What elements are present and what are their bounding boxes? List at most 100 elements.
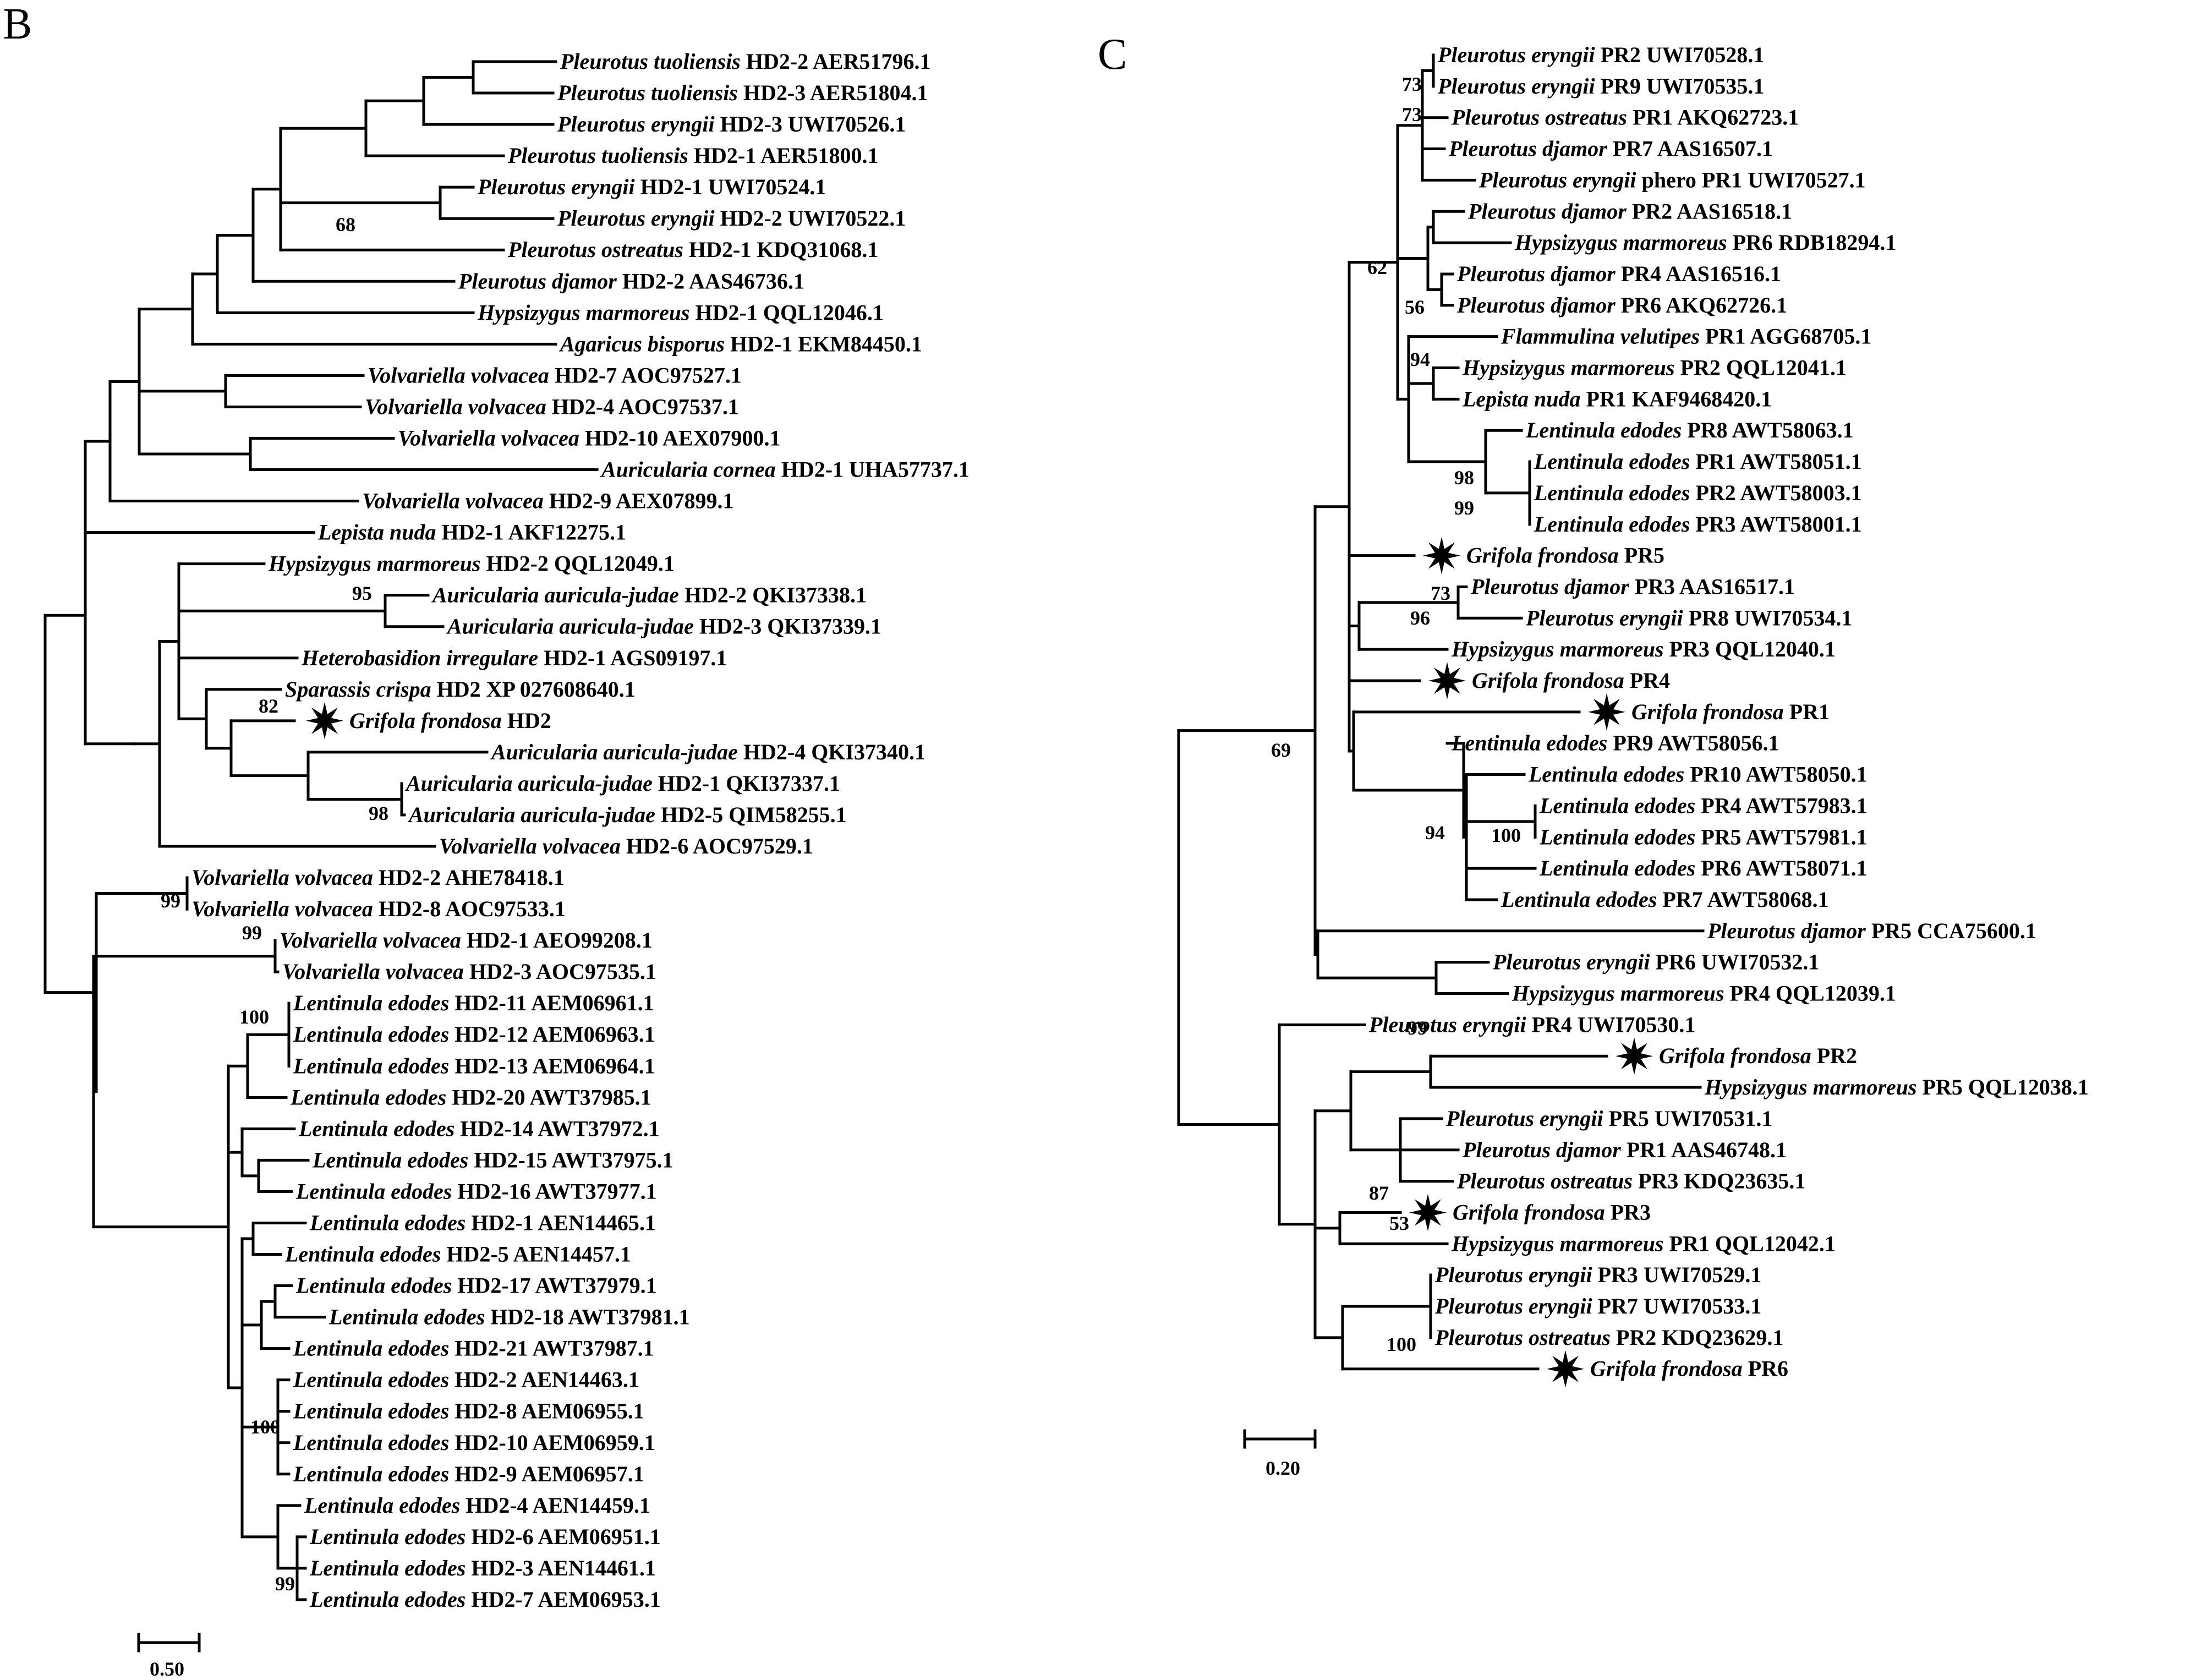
taxon-label: Pleurotus eryngii phero PR1 UWI70527.1 xyxy=(1478,167,1866,192)
taxon-accession: PR2 UWI70528.1 xyxy=(1595,42,1765,67)
taxon-accession: PR1 AKQ62723.1 xyxy=(1627,105,1799,130)
taxon-species: Lentinula edodes xyxy=(298,1116,454,1141)
taxon-species: Lentinula edodes xyxy=(293,1022,449,1047)
taxon-label: Volvariella volvacea HD2-8 AOC97533.1 xyxy=(191,896,566,921)
taxon-label: Lentinula edodes HD2-5 AEN14457.1 xyxy=(284,1242,631,1267)
taxon-accession: HD2-4 QKI37340.1 xyxy=(738,740,926,764)
taxon-species: Grifola frondosa xyxy=(349,708,502,733)
taxon-species: Pleurotus tuoliensis xyxy=(560,49,741,74)
bootstrap-value: 99 xyxy=(1454,497,1474,519)
taxon-label: Lentinula edodes HD2-2 AEN14463.1 xyxy=(293,1367,639,1392)
taxon-label: Pleurotus ostreatus PR2 KDQ23629.1 xyxy=(1434,1325,1783,1350)
bootstrap-value: 68 xyxy=(336,214,355,236)
taxon-accession: PR7 AAS16507.1 xyxy=(1607,136,1773,161)
taxon-species: Auricularia auricula-judae xyxy=(404,771,653,796)
bootstrap-value: 100 xyxy=(1387,1333,1416,1355)
taxon-species: Pleurotus eryngii xyxy=(557,206,715,231)
bootstrap-value: 100 xyxy=(250,1416,280,1438)
taxon-species: Lentinula edodes xyxy=(1539,856,1695,880)
bootstrap-value: 100 xyxy=(239,1006,269,1028)
taxon-species: Hypsizygus marmoreus xyxy=(1514,230,1727,255)
taxon-accession: HD2-3 AER51804.1 xyxy=(738,80,928,105)
taxon-accession: PR8 AWT58063.1 xyxy=(1682,418,1853,442)
taxon-label: Hypsizygus marmoreus PR4 QQL12039.1 xyxy=(1512,981,1896,1006)
taxon-accession: PR3 QQL12040.1 xyxy=(1664,637,1836,661)
taxon-label: Lentinula edodes HD2-1 AEN14465.1 xyxy=(309,1210,656,1235)
taxon-species: Pleurotus ostreatus xyxy=(1434,1325,1611,1350)
taxon-accession: PR8 UWI70534.1 xyxy=(1683,605,1853,630)
taxon-accession: PR9 AWT58056.1 xyxy=(1607,731,1779,756)
taxon-accession: HD2-1 UHA57737.1 xyxy=(776,457,970,482)
taxon-label: Volvariella volvacea HD2-3 AOC97535.1 xyxy=(282,959,656,984)
taxon-species: Auricularia auricula-judae xyxy=(407,802,655,827)
bootstrap-value: 82 xyxy=(259,695,278,717)
taxon-species: Volvariella volvacea xyxy=(439,834,621,858)
bootstrap-value: 95 xyxy=(352,582,372,604)
taxon-label: Grifola frondosa PR5 xyxy=(1466,543,1664,568)
taxon-label: Pleurotus eryngii HD2-3 UWI70526.1 xyxy=(557,112,906,136)
taxon-label: Volvariella volvacea HD2-7 AOC97527.1 xyxy=(368,363,742,387)
taxon-accession: PR4 AWT57983.1 xyxy=(1695,793,1867,818)
taxon-label: Pleurotus eryngii PR5 UWI70531.1 xyxy=(1445,1106,1772,1131)
taxon-label: Lentinula edodes HD2-11 AEM06961.1 xyxy=(293,991,654,1015)
taxon-species: Lentinula edodes xyxy=(295,1273,452,1298)
taxon-accession: HD2-1 KDQ31068.1 xyxy=(683,237,878,262)
taxon-accession: PR2 QQL12041.1 xyxy=(1675,355,1847,380)
taxon-accession: PR2 xyxy=(1811,1043,1857,1068)
taxon-accession: HD2-12 AEM06963.1 xyxy=(449,1022,655,1047)
taxon-species: Lepista nuda xyxy=(1462,386,1580,411)
taxon-accession: HD2-6 AEM06951.1 xyxy=(466,1524,660,1549)
taxon-label: Hypsizygus marmoreus PR1 QQL12042.1 xyxy=(1451,1231,1836,1256)
taxon-accession: PR4 AAS16516.1 xyxy=(1616,261,1781,286)
taxon-label: Lentinula edodes HD2-14 AWT37972.1 xyxy=(298,1116,660,1141)
taxon-species: Volvariella volvacea xyxy=(398,425,579,450)
taxon-species: Lentinula edodes xyxy=(1451,731,1607,756)
taxon-accession: HD2-5 AEN14457.1 xyxy=(441,1242,631,1267)
taxon-label: Pleurotus djamor PR7 AAS16507.1 xyxy=(1448,136,1773,161)
taxon-label: Lentinula edodes PR10 AWT58050.1 xyxy=(1528,762,1868,787)
taxon-species: Lentinula edodes xyxy=(1528,762,1684,787)
taxon-label: Volvariella volvacea HD2-1 AEO99208.1 xyxy=(280,928,653,953)
taxon-species: Pleurotus eryngii xyxy=(477,174,635,199)
taxon-species: Pleurotus eryngii xyxy=(1368,1012,1526,1037)
taxon-label: Lentinula edodes HD2-6 AEM06951.1 xyxy=(309,1524,661,1549)
taxon-species: Pleurotus djamor xyxy=(1707,918,1866,943)
taxon-accession: PR1 AAS46748.1 xyxy=(1621,1137,1787,1162)
taxon-label: Hypsizygus marmoreus PR3 QQL12040.1 xyxy=(1451,637,1836,661)
taxon-species: Volvariella volvacea xyxy=(365,394,546,419)
taxon-accession: HD2-15 AWT37975.1 xyxy=(468,1147,673,1172)
taxon-label: Flammulina velutipes PR1 AGG68705.1 xyxy=(1501,324,1871,349)
taxon-accession: PR1 AGG68705.1 xyxy=(1700,324,1871,349)
taxon-label: Pleurotus djamor PR5 CCA75600.1 xyxy=(1707,918,2036,943)
taxon-species: Pleurotus eryngii xyxy=(1437,74,1595,98)
taxon-accession: PR1 QQL12042.1 xyxy=(1664,1231,1836,1256)
taxon-label: Lentinula edodes PR9 AWT58056.1 xyxy=(1451,731,1779,756)
taxon-accession: HD2-1 QQL12046.1 xyxy=(690,300,884,325)
taxon-label: Heterobasidion irregulare HD2-1 AGS09197… xyxy=(301,645,727,670)
taxon-label: Pleurotus eryngii PR6 UWI70532.1 xyxy=(1492,950,1819,975)
taxon-species: Pleurotus tuoliensis xyxy=(557,80,738,105)
taxon-accession: HD2-9 AEM06957.1 xyxy=(449,1462,644,1486)
taxon-accession: PR1 KAF9468420.1 xyxy=(1580,386,1772,411)
taxon-label: Lentinula edodes PR4 AWT57983.1 xyxy=(1539,793,1868,818)
taxon-accession: PR1 AWT58051.1 xyxy=(1690,449,1861,474)
taxon-species: Volvariella volvacea xyxy=(362,489,544,513)
taxon-species: Lentinula edodes xyxy=(328,1305,485,1329)
taxon-label: Lentinula edodes HD2-21 AWT37987.1 xyxy=(293,1336,654,1361)
panel-label: B xyxy=(3,0,32,48)
taxon-label: Volvariella volvacea HD2-2 AHE78418.1 xyxy=(191,865,565,890)
taxon-species: Lentinula edodes xyxy=(1501,887,1657,912)
bootstrap-value: 98 xyxy=(369,802,388,824)
taxon-accession: HD2-2 AER51796.1 xyxy=(741,49,931,74)
taxon-label: Auricularia auricula-judae HD2-5 QIM5825… xyxy=(407,802,847,827)
bootstrap-value: 99 xyxy=(275,1573,295,1595)
taxon-species: Hypsizygus marmoreus xyxy=(1512,981,1724,1006)
taxon-label: Pleurotus tuoliensis HD2-3 AER51804.1 xyxy=(557,80,928,105)
bootstrap-value: 73 xyxy=(1402,73,1422,95)
taxon-label: Grifola frondosa PR1 xyxy=(1631,699,1830,724)
grifola-star-icon xyxy=(306,702,343,740)
taxon-label: Lentinula edodes HD2-17 AWT37979.1 xyxy=(295,1273,657,1298)
taxon-label: Sparassis crispa HD2 XP 027608640.1 xyxy=(285,677,636,702)
bootstrap-value: 62 xyxy=(1367,256,1387,278)
taxon-accession: HD2-1 EKM84450.1 xyxy=(725,331,922,356)
